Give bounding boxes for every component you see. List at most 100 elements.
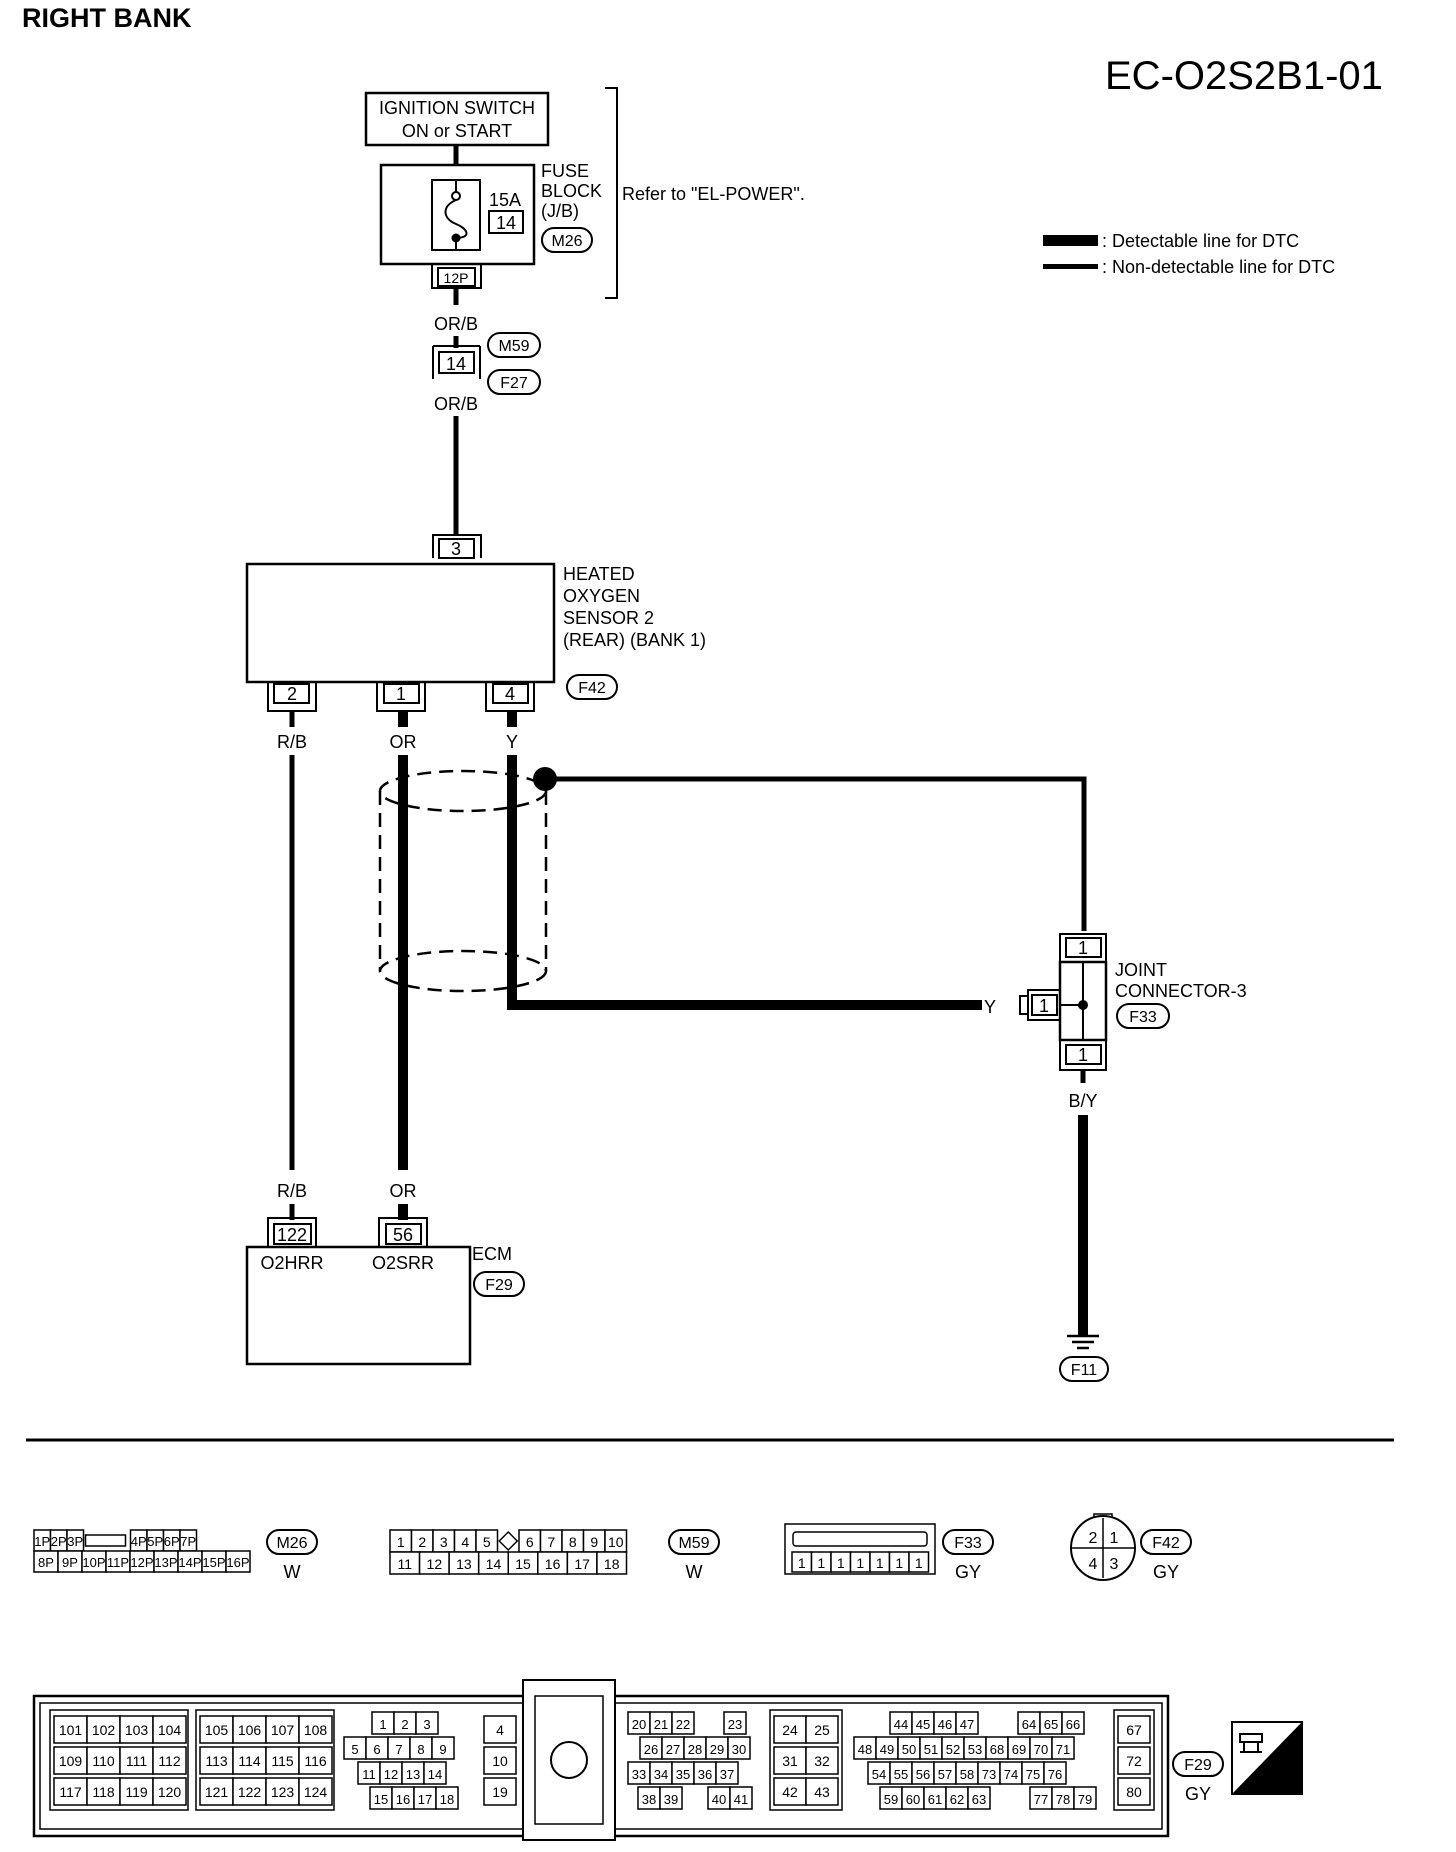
joint-bottom-pin: 1	[1078, 1045, 1088, 1065]
f29-pin-label: 116	[304, 1753, 327, 1769]
f29-cavity	[727, 1736, 751, 1760]
ecm-pin56-box	[385, 1223, 422, 1245]
ecm-connector-id: F29	[485, 1277, 513, 1294]
legend-detectable-swatch	[1043, 235, 1098, 246]
f29-pin-label: 68	[990, 1742, 1004, 1757]
sensor-pin4-box	[492, 683, 529, 704]
f29-cavity	[431, 1736, 455, 1760]
f29-pin-label: 66	[1066, 1717, 1080, 1732]
sensor-pin1: 1	[396, 684, 406, 704]
m59-pin-label: 16	[545, 1556, 561, 1572]
connector-icon	[1239, 1733, 1263, 1753]
f29-pin-label: 69	[1012, 1742, 1026, 1757]
ecm-pin56: 56	[393, 1225, 413, 1245]
f33-pin-label: 1	[817, 1555, 825, 1571]
joint-connector-id: F33	[1129, 1009, 1157, 1026]
ecm-pin122-box	[273, 1223, 312, 1245]
sensor-top-pin-box	[438, 538, 475, 559]
m26-pin-label: 3P	[67, 1534, 83, 1549]
wire-label-by: B/Y	[1068, 1091, 1097, 1111]
m59-pin-label: 14	[486, 1556, 502, 1572]
f29-connector-id: F29	[1184, 1757, 1212, 1774]
f29-pin-label: 109	[59, 1753, 83, 1769]
f29-pin-label: 34	[654, 1767, 668, 1782]
f29-cavity	[955, 1711, 979, 1735]
f29-pin-label: 75	[1026, 1767, 1040, 1782]
sensor-label-3: SENSOR 2	[563, 608, 654, 628]
f33-pin-label: 1	[837, 1555, 845, 1571]
m26-pin-label: 14P	[178, 1555, 201, 1570]
f29-pin-label: 17	[418, 1792, 432, 1807]
f29-cavity	[232, 1746, 267, 1775]
f33-color: GY	[955, 1562, 981, 1582]
f29-pin-label: 124	[304, 1784, 328, 1800]
inline-connector-badge-bottom	[487, 369, 541, 395]
f29-cavity	[265, 1715, 300, 1744]
f29-pin-label: 28	[688, 1742, 702, 1757]
f29-cavity	[805, 1777, 839, 1806]
joint-label-2: CONNECTOR-3	[1115, 981, 1247, 1001]
f29-cavity	[1061, 1711, 1085, 1735]
heated-oxygen-sensor-box	[245, 562, 556, 684]
f29-cavity	[805, 1715, 839, 1744]
f29-pin-label: 19	[492, 1784, 508, 1800]
f29-cavity	[119, 1746, 154, 1775]
m26-pin-label: 6P	[164, 1534, 180, 1549]
f29-pin-label: 71	[1056, 1742, 1070, 1757]
f29-pin-label: 119	[125, 1784, 148, 1800]
m59-cavity	[596, 1551, 628, 1575]
f33-pin-label: 1	[876, 1555, 884, 1571]
f29-pin-label: 39	[664, 1792, 678, 1807]
m59-pin-label: 8	[569, 1534, 577, 1550]
ground-connector-id: F11	[1071, 1362, 1097, 1379]
sensor-top-housing	[432, 534, 482, 558]
f29-pin-label: 37	[720, 1767, 734, 1782]
f29-cavity	[483, 1777, 517, 1806]
ecm-pin122: 122	[277, 1225, 307, 1245]
m59-pin-label: 9	[590, 1534, 598, 1550]
f29-pin-label: 60	[906, 1792, 920, 1807]
sensor-top-pin: 3	[451, 539, 461, 559]
ground-icon	[1067, 1334, 1099, 1350]
f29-pin-label: 35	[676, 1767, 690, 1782]
m59-pin-label: 3	[440, 1534, 448, 1550]
m59-connector-badge	[668, 1529, 720, 1555]
f29-pin-label: 102	[92, 1722, 116, 1738]
f29-pin-label: 55	[894, 1767, 908, 1782]
f42-color: GY	[1153, 1562, 1179, 1582]
fuse-number-box	[488, 210, 524, 234]
f29-cavity	[773, 1746, 807, 1775]
sensor-connector-id: F42	[578, 680, 606, 697]
f29-cavity	[1117, 1715, 1151, 1744]
joint-top-pin-box	[1065, 937, 1102, 958]
f29-pin-label: 111	[126, 1753, 147, 1769]
f29-center-inner	[534, 1695, 604, 1825]
f29-pin-label: 25	[814, 1722, 830, 1738]
joint-label-1: JOINT	[1115, 960, 1167, 980]
f29-pin-label: 2	[401, 1717, 408, 1732]
wire-label-or-bottom: OR	[390, 1181, 417, 1201]
f29-pin-label: 16	[396, 1792, 410, 1807]
f29-color: GY	[1185, 1784, 1211, 1804]
wire-label-orb-top: OR/B	[434, 314, 478, 334]
f29-pin-label: 43	[814, 1784, 830, 1800]
f29-pin-label: 107	[271, 1722, 295, 1738]
sensor-pin4: 4	[505, 684, 515, 704]
inline-connector-pin: 14	[446, 354, 466, 374]
f29-cavity	[1051, 1736, 1075, 1760]
f29-pin-label: 113	[205, 1753, 228, 1769]
f29-pin-label: 57	[938, 1767, 952, 1782]
f29-pin-label: 110	[92, 1753, 115, 1769]
m26-pin-label: 5P	[147, 1534, 163, 1549]
m59-pin-label: 10	[608, 1534, 624, 1550]
m59-pin-label: 7	[547, 1534, 555, 1550]
f29-pin-label: 8	[417, 1742, 424, 1757]
ecm-terminal-name-b: O2SRR	[372, 1253, 434, 1273]
y-wire	[507, 755, 982, 1010]
f33-pin-label: 1	[798, 1555, 806, 1571]
f29-pin-label: 1	[379, 1717, 386, 1732]
f29-cavity	[967, 1786, 991, 1810]
f29-pin-label: 47	[960, 1717, 974, 1732]
m26-pin-label: 15P	[202, 1555, 225, 1570]
m26-keyway	[84, 1534, 127, 1547]
